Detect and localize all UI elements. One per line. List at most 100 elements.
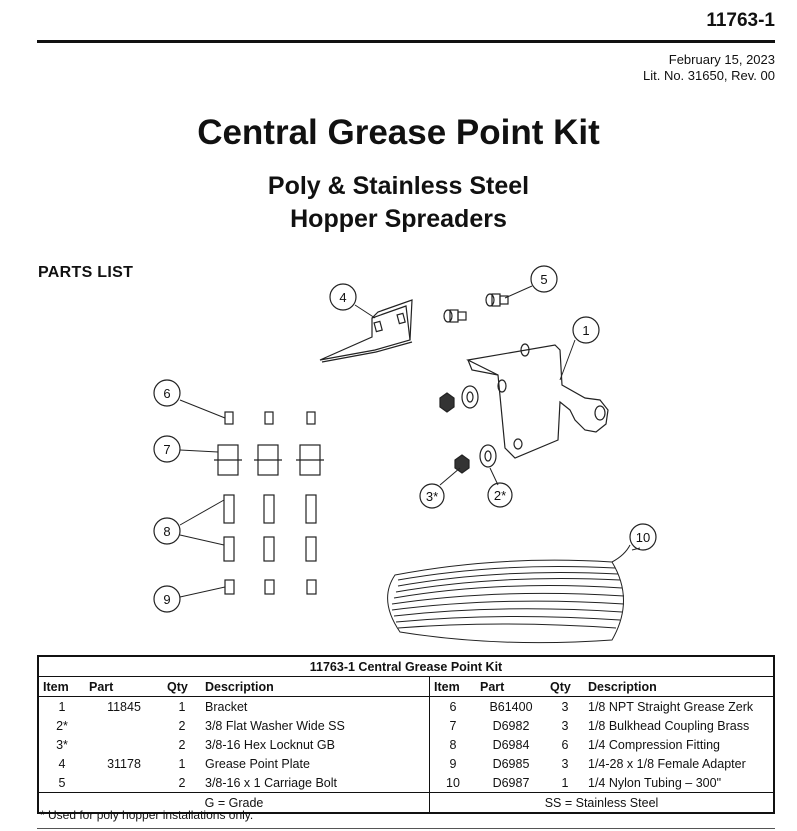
header-rule xyxy=(37,40,775,43)
callout-5 xyxy=(530,265,558,293)
callout-circles xyxy=(153,265,657,613)
parts-table-header: Item Part Qty Description Item Part Qty … xyxy=(38,676,774,697)
item-cell: 3* xyxy=(56,737,68,752)
item-cell: 7 xyxy=(429,716,476,735)
description-cell: 3/8-16 Hex Locknut GB xyxy=(205,737,335,752)
part-cell: B61400 xyxy=(489,699,533,714)
part-cell: 31178 xyxy=(107,756,141,771)
item-cell: 4 xyxy=(58,756,66,771)
description-cell: 3/8-16 x 1 Carriage Bolt xyxy=(205,775,338,790)
callout-6 xyxy=(153,379,181,407)
qty-cell: 3 xyxy=(561,756,569,771)
item-cell: 5 xyxy=(58,775,66,790)
grade-legend: G = Grade xyxy=(38,792,430,813)
exploded-parts-diagram: 1 2* 3* 4 5 6 7 8 9 10 xyxy=(153,265,657,644)
callout-3 xyxy=(419,483,445,509)
item-cell: 10 xyxy=(429,773,476,793)
qty-cell: 1 xyxy=(178,699,186,714)
part-cell: D6984 xyxy=(492,737,530,752)
col-part: Part xyxy=(476,676,546,697)
item-cell: 8 xyxy=(429,735,476,754)
callout-9 xyxy=(153,585,181,613)
callout-8 xyxy=(153,517,181,545)
callout-label-10: 10 xyxy=(636,530,650,545)
grease-point-plate-drawing xyxy=(319,299,413,363)
callout-label-7: 7 xyxy=(163,442,170,457)
stainless-legend: SS = Stainless Steel xyxy=(429,792,774,813)
document-date: February 15, 2023 xyxy=(668,52,775,67)
female-adapter-drawing xyxy=(224,579,317,595)
subtitle-line-2: Hopper Spreaders xyxy=(290,205,507,233)
qty-cell: 3 xyxy=(561,718,569,733)
page-title: Central Grease Point Kit xyxy=(197,113,600,152)
callout-label-6: 6 xyxy=(163,386,170,401)
description-cell: 1/8 Bulkhead Coupling Brass xyxy=(588,718,750,733)
parts-table: 11763-1 Central Grease Point Kit Item Pa… xyxy=(37,655,775,814)
nylon-tubing-coil-drawing xyxy=(387,544,631,644)
table-row: 2* 2 3/8 Flat Washer Wide SS 7 D6982 3 1… xyxy=(38,716,774,735)
table-row: 3* 2 3/8-16 Hex Locknut GB 8 D6984 6 1/4… xyxy=(38,735,774,754)
footer-rule xyxy=(37,828,775,829)
item-cell: 1 xyxy=(58,699,66,714)
callout-2 xyxy=(487,482,513,508)
description-cell: 1/8 NPT Straight Grease Zerk xyxy=(588,699,754,714)
bulkhead-coupling-drawing xyxy=(214,444,324,476)
description-cell: 1/4 Nylon Tubing – 300" xyxy=(588,775,722,790)
description-cell: Bracket xyxy=(205,699,248,714)
col-item: Item xyxy=(429,676,476,697)
part-cell: 11845 xyxy=(107,699,141,714)
qty-cell: 2 xyxy=(178,775,186,790)
part-cell xyxy=(85,773,163,793)
col-qty: Qty xyxy=(163,676,201,697)
document-meta: February 15, 2023 Lit. No. 31650, Rev. 0… xyxy=(643,52,775,84)
table-row: 4 31178 1 Grease Point Plate 9 D6985 3 1… xyxy=(38,754,774,773)
qty-cell: 6 xyxy=(561,737,569,752)
part-cell xyxy=(85,735,163,754)
col-description: Description xyxy=(584,676,774,697)
footnote: * Used for poly hopper installations onl… xyxy=(40,808,254,822)
subtitle-line-1: Poly & Stainless Steel xyxy=(267,172,530,200)
qty-cell: 2 xyxy=(178,718,186,733)
part-cell: D6985 xyxy=(492,756,530,771)
parts-list-heading: PARTS LIST xyxy=(38,264,134,281)
literature-number: Lit. No. 31650, Rev. 00 xyxy=(642,68,775,83)
washer-locknut-drawing xyxy=(439,385,497,474)
callout-label-1: 1 xyxy=(582,323,589,338)
callout-4 xyxy=(329,283,357,311)
callout-label-8: 8 xyxy=(163,524,170,539)
table-row: 1 11845 1 Bracket 6 B61400 3 1/8 NPT Str… xyxy=(38,696,774,716)
col-description: Description xyxy=(201,676,430,697)
qty-cell: 3 xyxy=(561,699,569,714)
item-cell: 6 xyxy=(429,696,476,716)
document-number: 11763-1 xyxy=(706,10,775,31)
carriage-bolt-drawing xyxy=(443,293,509,323)
description-cell: 3/8 Flat Washer Wide SS xyxy=(205,718,345,733)
part-cell: D6987 xyxy=(492,775,530,790)
col-item: Item xyxy=(38,676,85,697)
item-cell: 2* xyxy=(56,718,68,733)
callout-label-3: 3* xyxy=(426,489,438,504)
qty-cell: 1 xyxy=(561,775,569,790)
table-footer: G = Grade SS = Stainless Steel xyxy=(38,792,774,813)
compression-fitting-drawing xyxy=(223,494,317,562)
description-cell: 1/4-28 x 1/8 Female Adapter xyxy=(588,756,746,771)
parts-table-caption: 11763-1 Central Grease Point Kit xyxy=(38,656,774,677)
description-cell: 1/4 Compression Fitting xyxy=(588,737,721,752)
item-cell: 9 xyxy=(429,754,476,773)
table-row: 5 2 3/8-16 x 1 Carriage Bolt 10 D6987 1 … xyxy=(38,773,774,793)
grease-zerk-drawing xyxy=(224,411,316,425)
callout-7 xyxy=(153,435,181,463)
description-cell: Grease Point Plate xyxy=(205,756,310,771)
col-part: Part xyxy=(85,676,163,697)
part-cell: D6982 xyxy=(492,718,530,733)
bracket-drawing xyxy=(466,343,609,459)
callout-label-5: 5 xyxy=(540,272,547,287)
callout-10 xyxy=(629,523,657,551)
callout-label-2: 2* xyxy=(494,488,506,503)
callout-leaders xyxy=(179,285,641,598)
callout-label-4: 4 xyxy=(339,290,346,305)
col-qty: Qty xyxy=(546,676,584,697)
part-cell xyxy=(85,716,163,735)
callout-1 xyxy=(572,316,600,344)
callout-label-9: 9 xyxy=(163,592,170,607)
